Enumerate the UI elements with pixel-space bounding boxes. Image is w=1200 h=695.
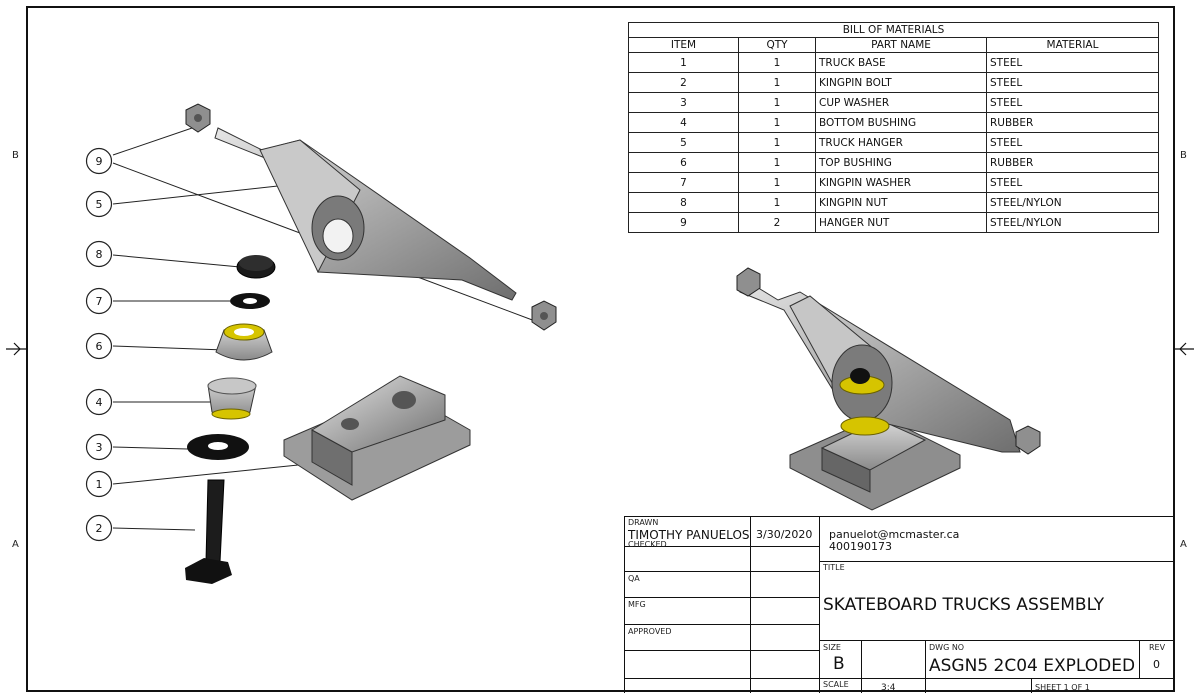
balloon-2: 2 [96,522,103,535]
kingpin-bolt [205,479,225,563]
bom-part: TRUCK BASE [815,52,987,73]
bom-material: STEEL [986,72,1159,93]
bom-part: BOTTOM BUSHING [815,112,987,133]
drawn-name: TIMOTHY PANUELOS [628,528,750,542]
balloon-4: 4 [96,396,103,409]
bom-material: STEEL [986,52,1159,73]
bom-material: STEEL [986,172,1159,193]
bom-material: RUBBER [986,112,1159,133]
balloon-6: 6 [96,340,103,353]
bom-header-part-name: PART NAME [815,37,987,53]
bom-item: 7 [628,172,739,193]
bom-qty: 1 [738,92,816,113]
bom-item: 9 [628,212,739,233]
bom-header-material: MATERIAL [986,37,1159,53]
drawn-date: 3/30/2020 [756,528,813,541]
balloon-3: 3 [96,441,103,454]
bom-qty: 1 [738,72,816,93]
size-value: B [833,654,845,674]
bom-part: TRUCK HANGER [815,132,987,153]
bom-item: 3 [628,92,739,113]
bom-qty: 1 [738,172,816,193]
bom-qty: 1 [738,132,816,153]
bom-material: RUBBER [986,152,1159,173]
bom-item: 8 [628,192,739,213]
title-label: TITLE [823,563,845,572]
assembled-view [736,267,1041,511]
zone-a-right: A [1180,539,1187,550]
bom-part: KINGPIN WASHER [815,172,987,193]
email: panuelot@mcmaster.ca [829,528,960,541]
zone-b-right: B [1180,150,1187,161]
dwg-no-label: DWG NO [929,643,965,652]
bom-item: 1 [628,52,739,73]
bom-qty: 1 [738,192,816,213]
zone-b-left: B [12,150,19,161]
balloon-7: 7 [96,295,103,308]
zone-a-left: A [12,539,19,550]
drawing-title: SKATEBOARD TRUCKS ASSEMBLY [823,595,1105,615]
scale-value: 3:4 [881,683,896,693]
bom-item: 2 [628,72,739,93]
bom-title: BILL OF MATERIALS [628,22,1159,38]
bom-header-qty: QTY [738,37,816,53]
rev-label: REV [1149,643,1166,652]
balloons [85,147,113,542]
title-block: DRAWN TIMOTHY PANUELOS 3/30/2020 CHECKED… [624,516,1175,693]
bom-material: STEEL/NYLON [986,192,1159,213]
bom-material: STEEL [986,92,1159,113]
balloon-1: 1 [96,478,103,491]
balloon-9: 9 [96,155,103,168]
bom-item: 6 [628,152,739,173]
balloon-5: 5 [96,198,103,211]
bom-header-item: ITEM [628,37,739,53]
bom-part: CUP WASHER [815,92,987,113]
center-marks [6,342,1194,356]
bom-part: TOP BUSHING [815,152,987,173]
bom-qty: 1 [738,52,816,73]
bom-part: KINGPIN NUT [815,192,987,213]
bom-item: 4 [628,112,739,133]
bom-item: 5 [628,132,739,153]
mfg-label: MFG [628,600,646,609]
size-label: SIZE [823,643,841,652]
sheet-number: SHEET 1 OF 1 [1035,683,1090,692]
approved-label: APPROVED [628,627,672,636]
bom-qty: 2 [738,212,816,233]
checked-label: CHECKED [628,540,667,549]
bom-qty: 1 [738,152,816,173]
scale-label: SCALE [823,680,849,689]
rev-value: 0 [1153,658,1160,671]
bom-material: STEEL/NYLON [986,212,1159,233]
bom-part: HANGER NUT [815,212,987,233]
bom-qty: 1 [738,112,816,133]
bom-part: KINGPIN BOLT [815,72,987,93]
dwg-no-value: ASGN5 2C04 EXPLODED [929,656,1136,676]
exploded-view [185,103,557,584]
bom-material: STEEL [986,132,1159,153]
student-number: 400190173 [829,540,892,553]
qa-label: QA [628,574,640,583]
drawing-frame [26,6,1175,692]
leader-lines [112,126,536,531]
drawn-label: DRAWN [628,518,659,527]
balloon-8: 8 [96,248,103,261]
bill-of-materials: BILL OF MATERIALS ITEM QTY PART NAME MAT… [628,22,1159,233]
